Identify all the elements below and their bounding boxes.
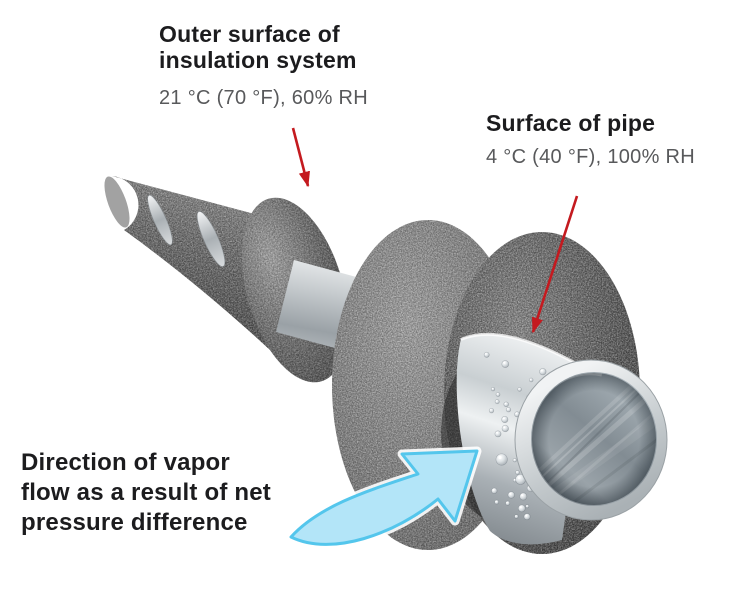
metal-joint-band-2 bbox=[196, 211, 226, 267]
insulation-taper-section bbox=[104, 176, 368, 395]
vapor-flow-title-line2: flow as a result of net bbox=[21, 479, 271, 506]
metal-joint-band-1 bbox=[147, 194, 173, 246]
outer-surface-title-line1: Outer surface of bbox=[159, 21, 340, 47]
outer-surface-arrow-icon bbox=[291, 127, 310, 188]
vapor-flow-title-line1: Direction of vapor bbox=[21, 449, 230, 476]
outer-surface-label: Outer surface of insulation system 21 °C… bbox=[159, 21, 368, 111]
vapor-flow-title-line3: pressure difference bbox=[21, 509, 248, 536]
pipe-surface-conditions: 4 °C (40 °F), 100% RH bbox=[486, 146, 696, 168]
cold-pipe-end bbox=[456, 333, 668, 545]
pipe-surface-arrow-icon bbox=[531, 195, 579, 334]
pipe-surface-label: Surface of pipe 4 °C (40 °F), 100% RH bbox=[486, 110, 695, 170]
insulation-tip-cap bbox=[104, 176, 130, 228]
outer-surface-title-line2: insulation system bbox=[159, 47, 357, 73]
vapor-flow-label: Direction of vapor flow as a result of n… bbox=[21, 448, 271, 538]
outer-surface-conditions: 21 °C (70 °F), 60% RH bbox=[159, 87, 369, 109]
vapor-flow-arrow-icon bbox=[286, 446, 482, 549]
pipe-surface-title: Surface of pipe bbox=[486, 110, 656, 136]
pipe-interior-brushed-streaks bbox=[532, 373, 656, 505]
